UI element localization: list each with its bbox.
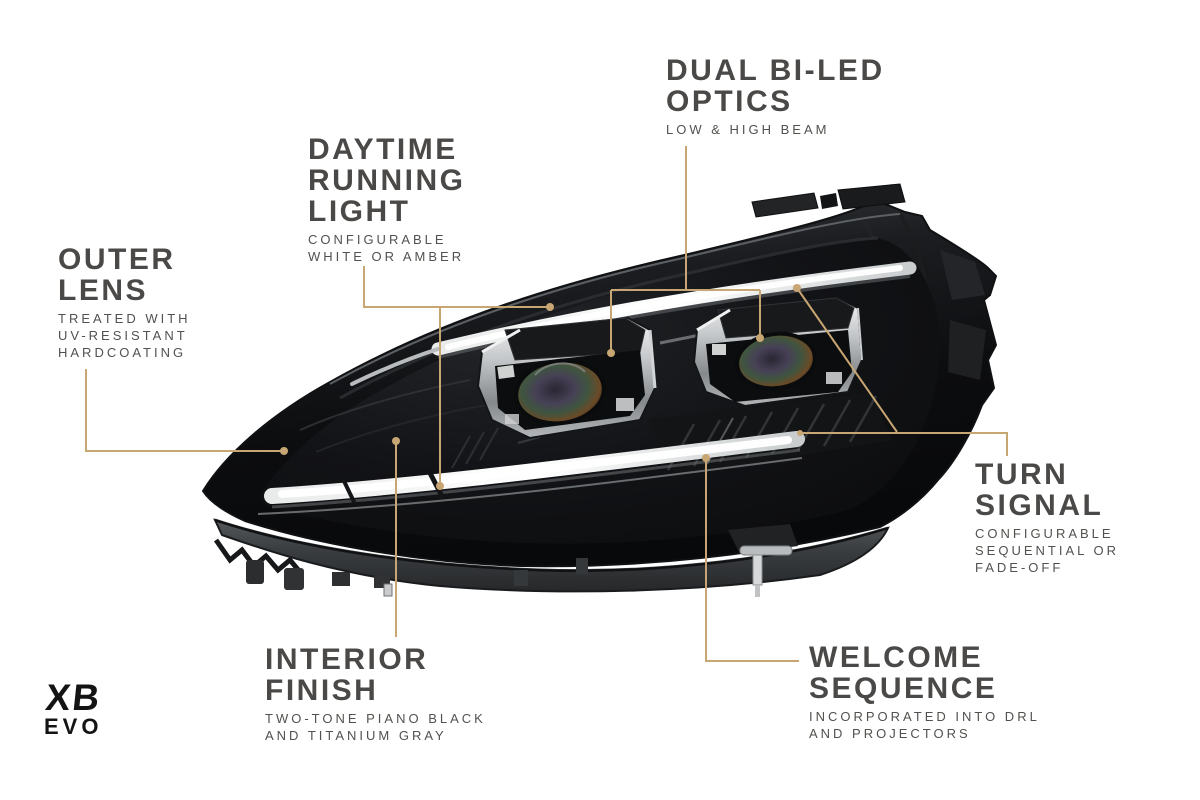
callout-title: DAYTIME RUNNING LIGHT	[308, 133, 466, 228]
callout-endpoint-dots	[280, 284, 803, 490]
logo-evo-text: EVO	[44, 714, 103, 739]
callout-outer-lens: OUTER LENS TREATED WITH UV-RESISTANT HAR…	[58, 244, 191, 361]
callout-interior-finish: INTERIOR FINISH TWO-TONE PIANO BLACK AND…	[265, 644, 486, 744]
callout-title: TURN SIGNAL	[975, 458, 1104, 522]
logo-xb-text: XB	[43, 677, 104, 718]
callout-subtitle: TWO-TONE PIANO BLACK AND TITANIUM GRAY	[265, 711, 486, 743]
callout-line-daytime	[363, 266, 548, 484]
callout-title: DUAL BI-LED OPTICS	[666, 54, 885, 118]
callout-line-outer-lens	[85, 369, 282, 452]
callout-turn-signal: TURN SIGNAL CONFIGURABLE SEQUENTIAL OR F…	[975, 459, 1119, 576]
right-projector	[692, 296, 864, 408]
callout-line-welcome-sequence	[705, 458, 799, 662]
callout-line-dual-bi-led	[610, 146, 761, 351]
callout-title: INTERIOR FINISH	[265, 643, 429, 707]
callout-subtitle: INCORPORATED INTO DRL AND PROJECTORS	[809, 709, 1040, 741]
callout-welcome-sequence: WELCOME SEQUENCE INCORPORATED INTO DRL A…	[809, 642, 1040, 742]
brand-logo: XB EVO	[44, 677, 104, 739]
callout-title: WELCOME SEQUENCE	[809, 641, 998, 705]
callout-daytime-running-light: DAYTIME RUNNING LIGHT CONFIGURABLE WHITE…	[308, 134, 466, 265]
callout-subtitle: CONFIGURABLE SEQUENTIAL OR FADE-OFF	[975, 526, 1119, 575]
callout-line-turn-signal	[796, 287, 1008, 456]
callout-title: OUTER LENS	[58, 243, 176, 307]
callout-subtitle: TREATED WITH UV-RESISTANT HARDCOATING	[58, 311, 191, 360]
callout-dual-bi-led-optics: DUAL BI-LED OPTICS LOW & HIGH BEAM	[666, 55, 885, 138]
mounting-pin	[728, 524, 798, 597]
callout-subtitle: LOW & HIGH BEAM	[666, 122, 830, 137]
callout-subtitle: CONFIGURABLE WHITE OR AMBER	[308, 232, 465, 264]
